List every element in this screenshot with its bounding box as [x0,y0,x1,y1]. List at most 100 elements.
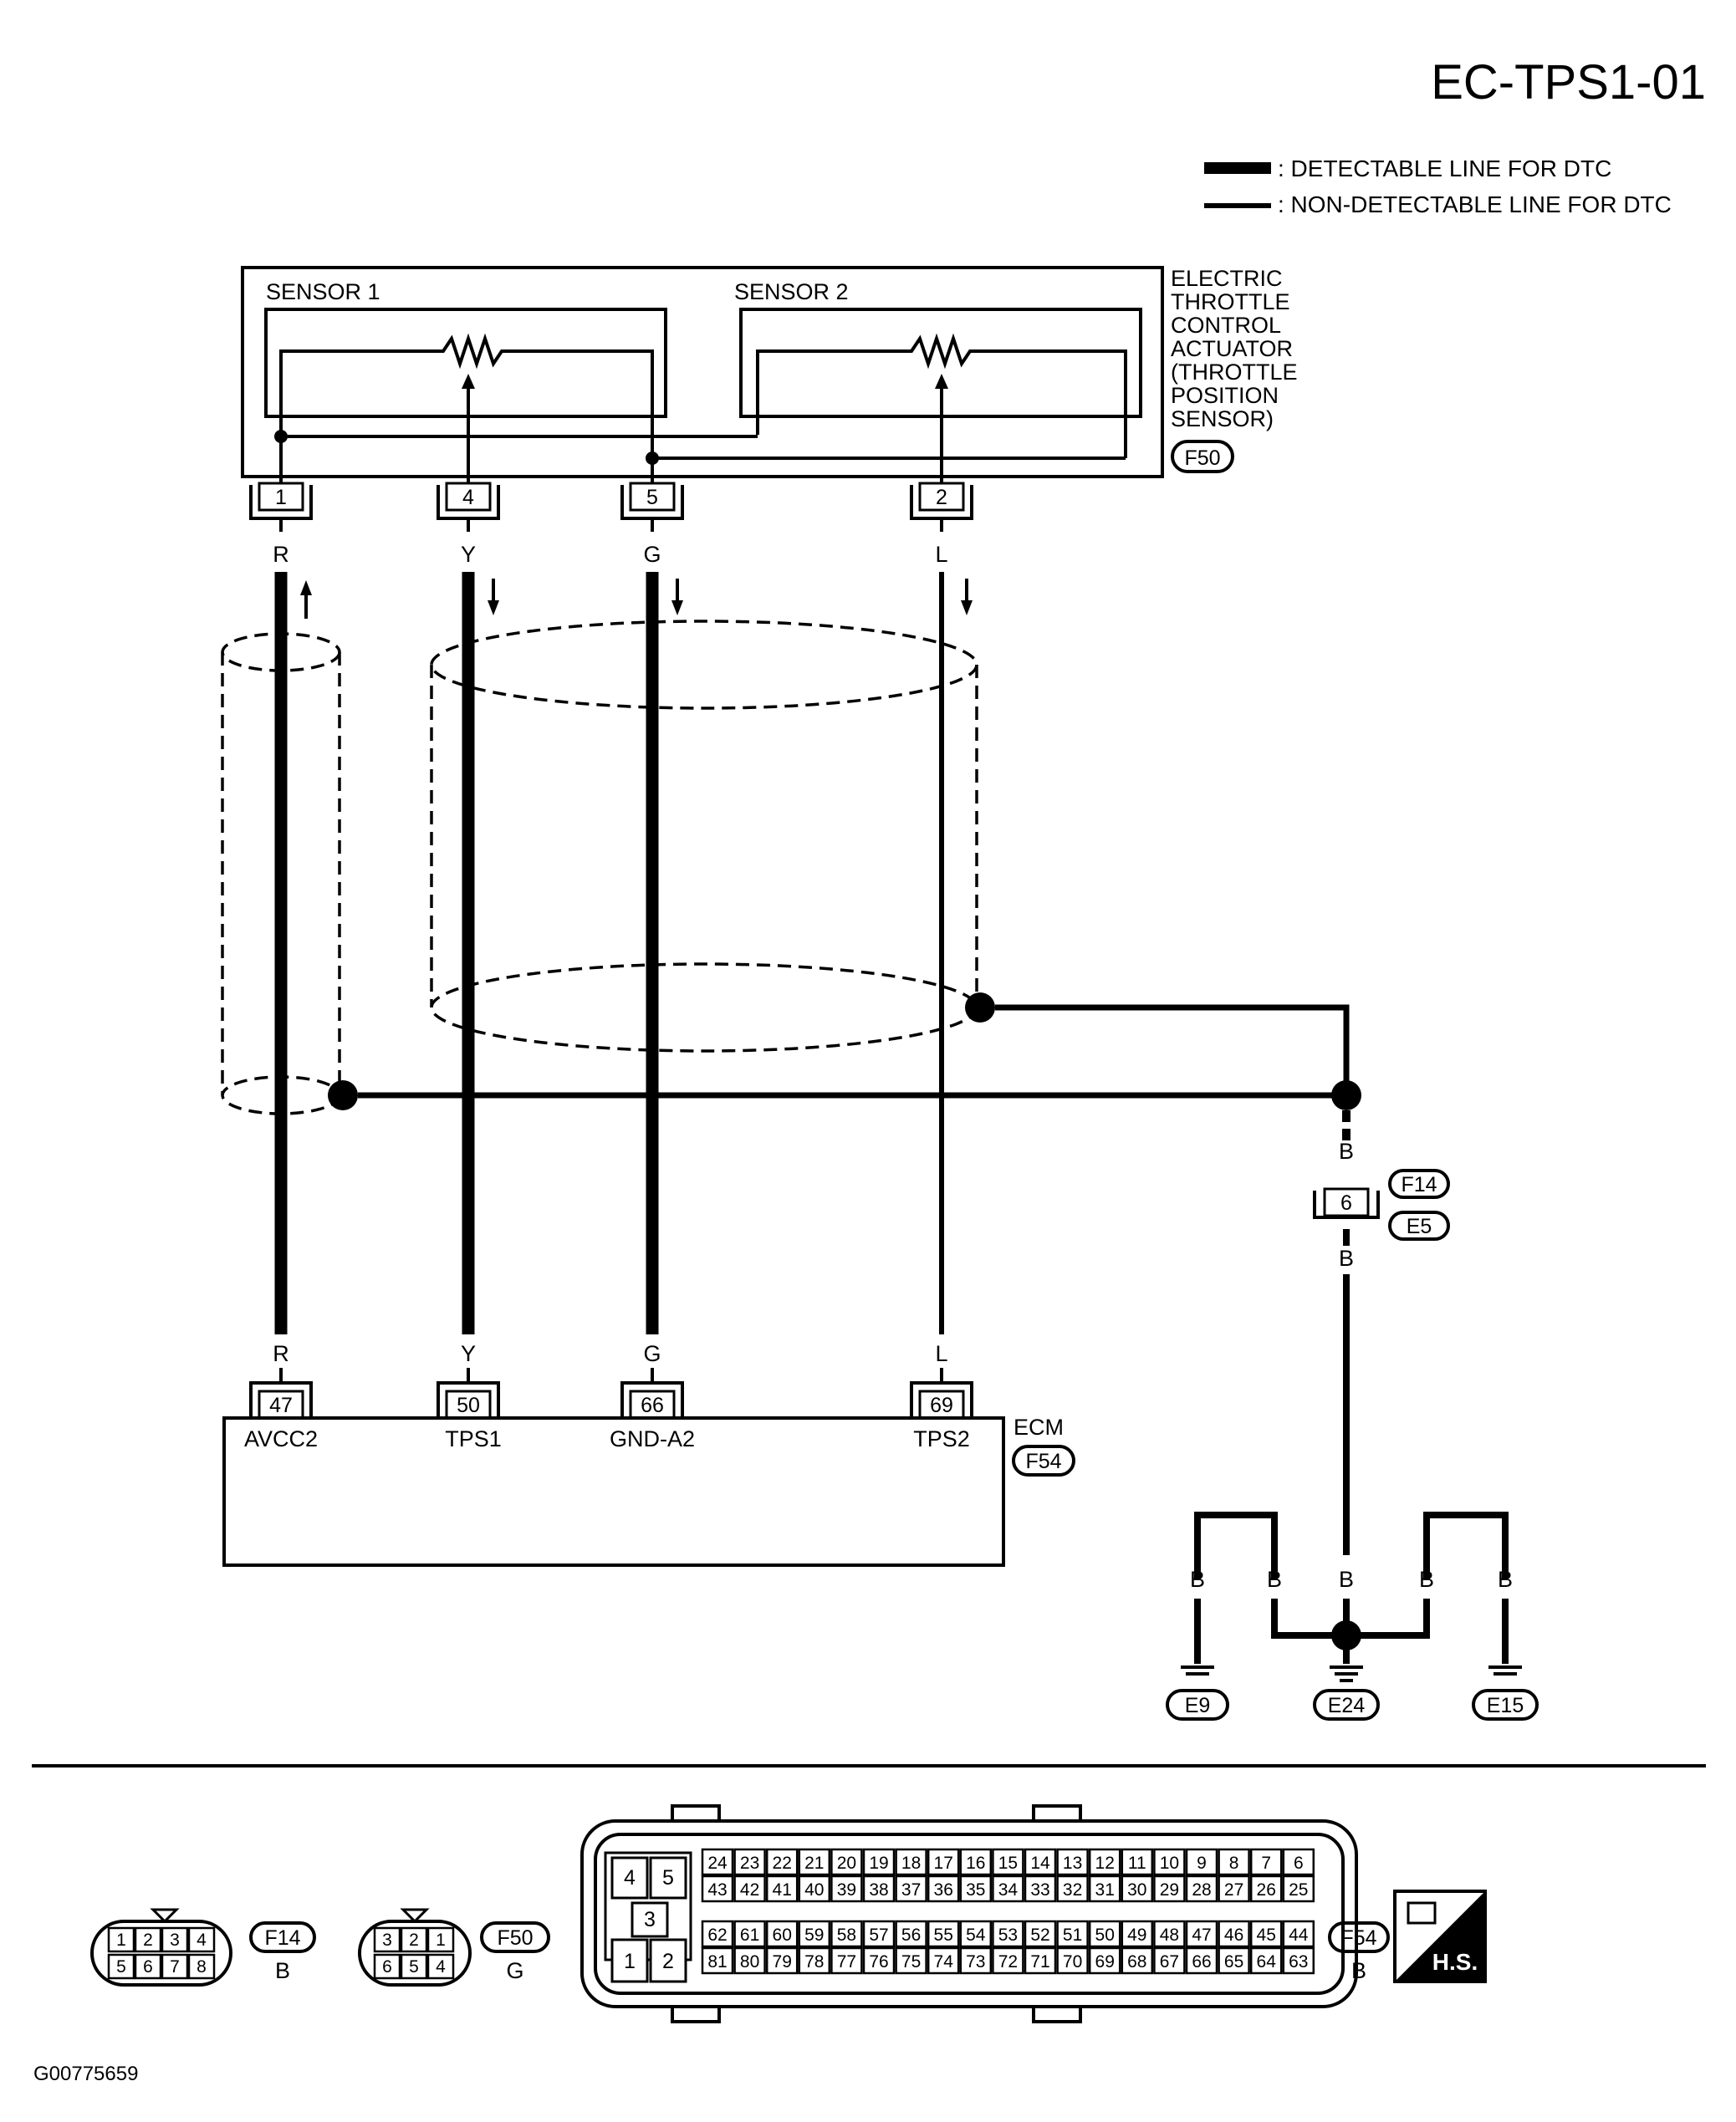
connector-pin: 6 [373,1953,401,1980]
svg-text:1: 1 [624,1950,636,1973]
svg-text:47: 47 [269,1394,293,1417]
svg-text:58: 58 [837,1926,856,1945]
svg-text:F14: F14 [264,1926,300,1950]
sensor2-wiper-arrow [935,374,948,389]
svg-text:3: 3 [644,1908,656,1931]
svg-text:B: B [1498,1567,1513,1592]
actuator-label-line-3: CONTROL [1171,313,1281,338]
actuator-pin-2: 2 [910,482,973,520]
ecm-connector-pin: 7 [1249,1848,1283,1876]
svg-text:45: 45 [1257,1926,1276,1945]
ecm-connector-pin: 45 [1249,1920,1283,1948]
svg-text:2: 2 [936,486,947,509]
svg-text:74: 74 [934,1952,954,1972]
ecm-connector-pin: 12 [1088,1848,1121,1876]
svg-text:13: 13 [1063,1854,1082,1873]
svg-text:14: 14 [1030,1854,1050,1873]
ecm-connector-pin: 40 [798,1875,831,1903]
svg-text:4: 4 [436,1957,446,1977]
ecm-connector-pin: 46 [1218,1920,1250,1948]
svg-text:19: 19 [869,1854,888,1873]
ecm-connector-pin: 63 [1282,1946,1315,1975]
ecm-connector-pin: 72 [992,1946,1024,1975]
connector-code-badge [480,1921,550,1953]
svg-text:66: 66 [641,1394,664,1417]
svg-text:8: 8 [1229,1854,1239,1873]
ground-connector-badge-1 [1388,1169,1450,1199]
ecm-connector-pin: 30 [1121,1875,1154,1903]
svg-text:71: 71 [1030,1952,1049,1972]
signal-wires [274,518,944,1334]
svg-text:4: 4 [197,1931,207,1950]
svg-text:44: 44 [1289,1926,1309,1945]
actuator-box [241,266,1164,478]
svg-text:69: 69 [930,1394,953,1417]
ecm-connector-pin: 32 [1056,1875,1089,1903]
ecm-connector-pin: 69 [1088,1946,1121,1975]
svg-text:65: 65 [1224,1952,1243,1972]
ground-connector-pin [1323,1187,1370,1217]
ecm-pin-47: 47 [249,1381,313,1420]
connector-color: B [275,1958,290,1983]
ecm-connector-pin: 53 [992,1920,1024,1948]
ecm-connector-pin: 58 [830,1920,863,1948]
wire-color-bottom-1: R [273,1341,289,1366]
sensor1-box [264,308,667,418]
svg-text:6: 6 [1340,1191,1352,1215]
ecm-connector-pin: 15 [992,1848,1024,1876]
legend: : DETECTABLE LINE FOR DTC : NON-DETECTAB… [1204,156,1672,217]
ground-connector-badge-2 [1388,1211,1450,1241]
wire-color-bottom-3: G [643,1341,661,1366]
ecm-connector-pin: 62 [701,1920,734,1948]
ecm-connector-pin: 55 [927,1920,960,1948]
connector-pin: 5 [107,1953,135,1980]
svg-text:21: 21 [804,1854,824,1873]
connector-color: B [1351,1958,1366,1983]
actuator-connector-code: F50 [1184,446,1220,470]
wire-color-bottom-2: Y [461,1341,476,1366]
ecm-connector-pin: 36 [927,1875,960,1903]
svg-text:41: 41 [773,1880,792,1900]
svg-text:47: 47 [1192,1926,1211,1945]
legend-detectable-label: : DETECTABLE LINE FOR DTC [1278,156,1611,181]
ground-icon [1330,1665,1363,1682]
svg-text:48: 48 [1160,1926,1179,1945]
ecm-connector-pin: 27 [1218,1875,1250,1903]
ecm-terminal-label: GND-A2 [610,1426,695,1451]
ecm-connector-pin: 11 [1121,1848,1154,1876]
svg-text:1: 1 [116,1931,126,1950]
shield-drain-wires [328,992,1361,1147]
ecm-terminal-label: TPS2 [913,1426,970,1451]
svg-text:23: 23 [740,1854,759,1873]
ecm-connector-badge [1012,1445,1075,1477]
svg-text:54: 54 [966,1926,986,1945]
ecm-connector-pin: 49 [1121,1920,1154,1948]
connector-color: G [506,1958,523,1983]
ecm-connector-pin: 8 [1218,1848,1250,1876]
actuator-pin-1: 1 [249,482,313,520]
svg-text:17: 17 [934,1854,953,1873]
ecm-connector-pin: 75 [895,1946,927,1975]
ecm-connector-pin: 10 [1153,1848,1186,1876]
ground-point-e15 [1472,1689,1539,1721]
svg-text:78: 78 [804,1952,824,1972]
svg-text:F14: F14 [1401,1173,1437,1196]
svg-text:8: 8 [197,1957,207,1977]
ecm-connector-pin: 67 [1153,1946,1186,1975]
ecm-connector-pin: 51 [1056,1920,1089,1948]
svg-text:2: 2 [662,1950,674,1973]
supply-junction [274,430,288,443]
svg-text:4: 4 [624,1866,636,1890]
ecm-connector-pin: 37 [895,1875,927,1903]
ecm-connector-pin: 35 [959,1875,993,1903]
shield-join-junction [1331,1080,1361,1110]
sensor1-wiper-arrow [462,374,475,389]
svg-text:16: 16 [966,1854,985,1873]
actuator-label-line-6: POSITION [1171,383,1279,408]
ground-wire-color-bottom: B [1339,1246,1354,1271]
signal-direction-arrows [300,579,973,619]
shield-right [430,620,978,1053]
connector-pin: 8 [187,1953,216,1980]
ecm-connector-pin: 50 [1088,1920,1121,1948]
